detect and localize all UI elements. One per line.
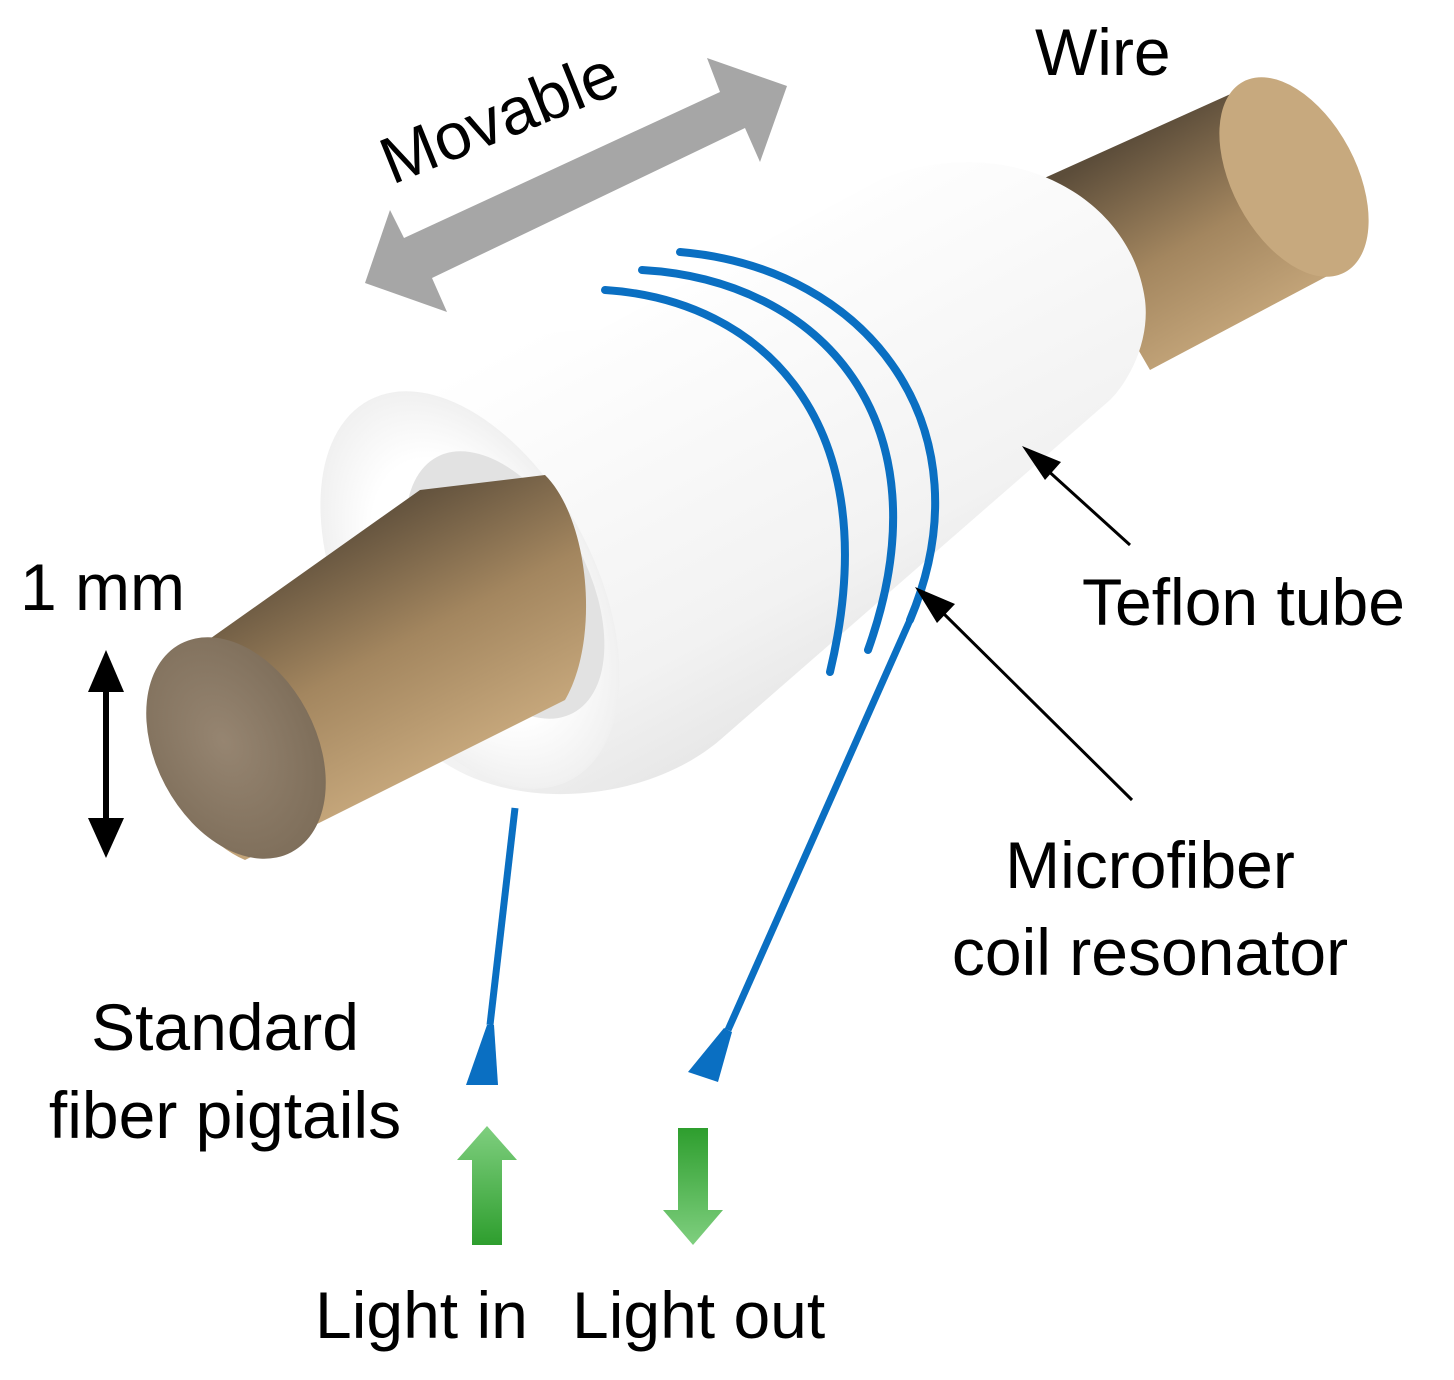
dimension-label: 1 mm [20,550,185,624]
wire-label: Wire [1035,15,1171,89]
pigtails-label-line2: fiber pigtails [49,1078,401,1152]
teflon-tube-label: Teflon tube [1082,565,1405,639]
fiber-pigtail-in [466,807,519,1085]
pigtails-label-line1: Standard [91,990,359,1064]
vertical-double-arrow-icon [88,650,124,858]
microfiber-label-line1: Microfiber [1005,828,1295,902]
arrow-down-icon [663,1128,723,1245]
light-out-label: Light out [572,1278,825,1352]
wire-left-segment [146,475,587,860]
fiber-pigtail-out [688,618,914,1082]
arrow-up-icon [457,1126,517,1245]
teflon-tube-pointer [1022,446,1132,547]
microfiber-coil [601,248,940,676]
microfiber-pointer [915,587,1134,802]
microfiber-label-line2: coil resonator [952,915,1348,989]
double-arrow-icon [365,58,787,312]
light-in-label: Light in [315,1278,528,1352]
